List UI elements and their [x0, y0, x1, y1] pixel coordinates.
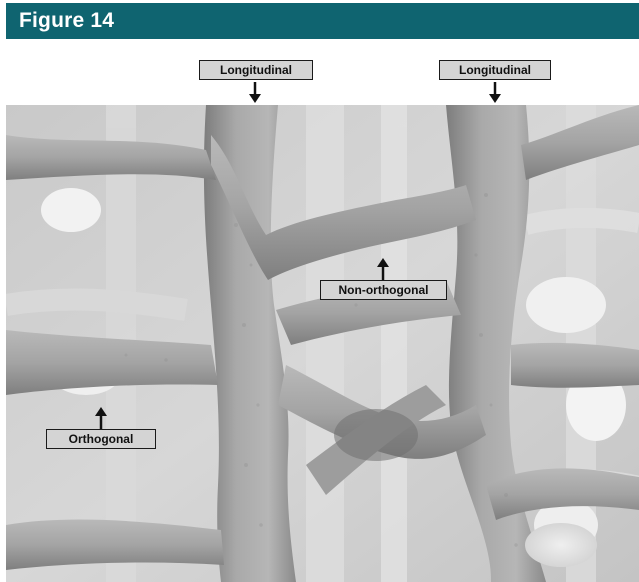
label-longitudinal-left: Longitudinal: [199, 60, 313, 80]
arrow-up-icon: [94, 407, 108, 429]
strut-network-image: [6, 105, 639, 582]
bottom-right-opening: [525, 523, 597, 567]
arrow-up-icon: [376, 258, 390, 280]
figure-title: Figure 14: [19, 7, 114, 35]
label-non-orthogonal: Non-orthogonal: [320, 280, 447, 300]
central-shadow: [334, 409, 418, 461]
figure-header-bar: Figure 14: [6, 3, 639, 39]
arrow-down-icon: [488, 82, 502, 104]
label-orthogonal: Orthogonal: [46, 429, 156, 449]
arrow-down-icon: [248, 82, 262, 104]
label-longitudinal-right: Longitudinal: [439, 60, 551, 80]
bottom-left-strut: [6, 520, 224, 570]
right-mid-strut: [511, 343, 639, 388]
